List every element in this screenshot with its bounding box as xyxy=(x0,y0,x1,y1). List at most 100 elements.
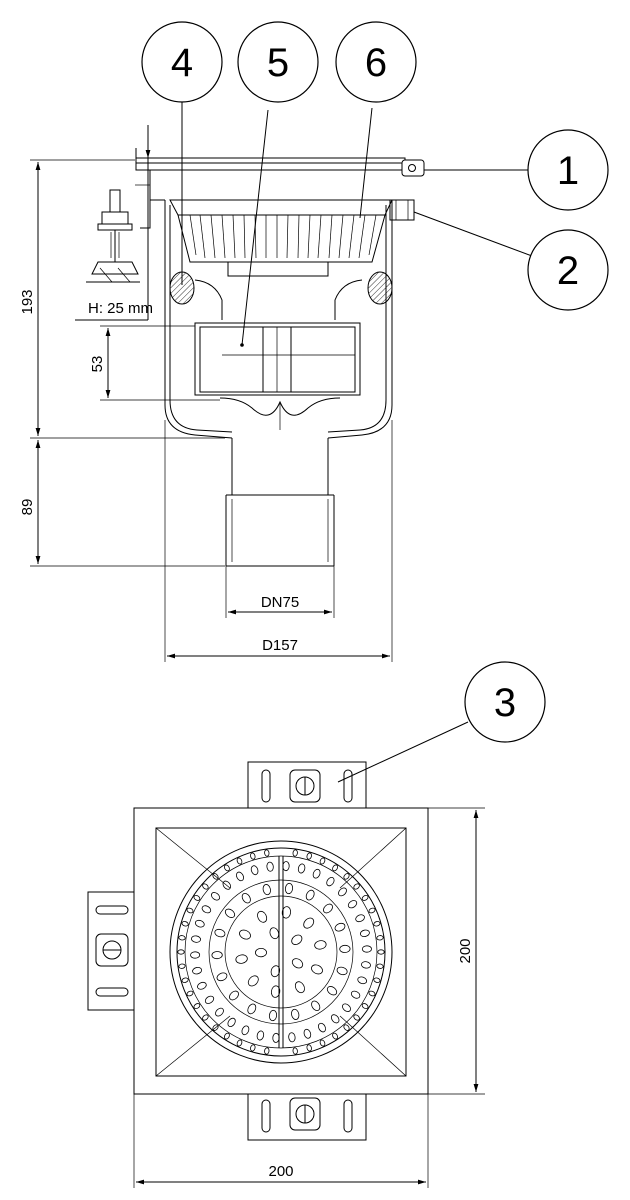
svg-text:5: 5 xyxy=(267,41,289,85)
dim-water-seal-label: 53 xyxy=(89,356,106,373)
grating-hole xyxy=(235,954,248,964)
grating-hole xyxy=(211,951,223,960)
grating-hole xyxy=(262,884,271,896)
grating-hole xyxy=(361,1003,369,1010)
grating-hole xyxy=(256,1030,265,1041)
callout-3: 3 xyxy=(337,661,546,783)
grating-hole xyxy=(332,1032,339,1040)
grating-hole xyxy=(373,921,381,927)
grating-hole xyxy=(181,921,189,927)
dim-plan-depth-label: 200 xyxy=(457,938,474,963)
grating-hole xyxy=(343,873,350,880)
height-adjust-label: H: 25 mm xyxy=(88,300,153,317)
grating-hole xyxy=(270,985,281,998)
grating-hole xyxy=(211,892,220,901)
dim-plan-depth xyxy=(428,807,485,1095)
grating-hole xyxy=(368,990,376,997)
odour-trap xyxy=(194,322,361,430)
dim-outlet-length xyxy=(30,440,225,567)
grating-hole xyxy=(255,947,267,958)
grating-hole xyxy=(376,963,384,969)
grating-hole xyxy=(266,861,274,872)
grating-hole xyxy=(326,986,338,996)
grating-hole xyxy=(257,910,268,923)
grating-hole xyxy=(264,849,270,857)
grating-hole xyxy=(303,1028,312,1039)
grating-hole xyxy=(264,1047,270,1055)
grating-hole xyxy=(186,907,194,914)
grating-hole xyxy=(334,922,346,932)
grating-hole xyxy=(197,981,207,990)
grating-hole xyxy=(319,857,326,865)
grating-hole xyxy=(339,944,351,953)
grating-hole xyxy=(291,958,304,969)
grating-hole xyxy=(270,965,281,978)
grating-hole xyxy=(294,981,305,994)
svg-text:4: 4 xyxy=(171,41,193,85)
plan-view: 200 200 3 xyxy=(87,661,546,1188)
grating-hole xyxy=(214,928,226,938)
grating-hole xyxy=(229,990,239,1001)
grating-hole xyxy=(241,893,251,904)
grating-hole xyxy=(361,961,371,969)
grating-hole xyxy=(194,919,205,928)
callout-6: 6 xyxy=(335,21,417,103)
grating-hole xyxy=(303,917,315,929)
grating-hole xyxy=(357,976,368,985)
grating-hole xyxy=(282,861,290,872)
grating-hole xyxy=(361,894,369,901)
grating-hole xyxy=(201,905,212,914)
dim-plan-width xyxy=(133,1094,429,1188)
grating-hole xyxy=(250,865,259,876)
grating-hole xyxy=(250,852,256,860)
grating-hole xyxy=(355,914,365,923)
grating-hole xyxy=(178,935,186,941)
grating-hole xyxy=(291,1008,300,1020)
grating-hole xyxy=(319,1039,326,1047)
dim-body-diameter xyxy=(164,420,393,662)
grating-hole xyxy=(305,889,315,901)
grating-hole xyxy=(236,857,243,865)
grating-hole xyxy=(193,894,201,901)
grating-hole xyxy=(291,934,303,945)
grating-hole xyxy=(190,951,201,959)
svg-text:6: 6 xyxy=(365,41,387,85)
grating-hole xyxy=(222,880,232,890)
grating-hole xyxy=(239,929,251,940)
grating-hole xyxy=(330,1014,340,1024)
grating-hole xyxy=(336,966,348,976)
grating-hole xyxy=(216,972,228,982)
grating-hole xyxy=(192,967,203,975)
grating-hole xyxy=(343,1024,350,1031)
grating-hole xyxy=(202,1014,209,1021)
grating-hole xyxy=(186,990,194,997)
grating xyxy=(169,199,393,277)
grating-hole xyxy=(236,1039,243,1047)
grating-hole xyxy=(178,963,186,969)
grating-hole xyxy=(177,949,185,955)
leaders-top xyxy=(181,100,533,347)
callout-5: 5 xyxy=(237,21,319,103)
grating-hole xyxy=(247,1003,257,1015)
grating-hole xyxy=(223,1032,230,1040)
outlet-pipe xyxy=(225,438,335,567)
seal-ring-item-1 xyxy=(401,159,425,177)
grating-hole xyxy=(288,1032,296,1043)
bracket-left xyxy=(87,891,135,1011)
grating-hole xyxy=(191,935,201,943)
svg-text:2: 2 xyxy=(557,249,579,293)
grating-hole xyxy=(377,949,385,955)
callout-2: 2 xyxy=(527,229,609,311)
grating-hole xyxy=(250,1044,256,1052)
round-grating xyxy=(169,840,393,1064)
grating-holes xyxy=(177,849,385,1055)
grating-hole xyxy=(284,882,294,895)
grating-hole xyxy=(223,864,230,872)
grating-hole xyxy=(297,863,306,874)
grating-hole xyxy=(212,1024,219,1031)
grating-hole xyxy=(318,1022,326,1033)
grating-hole xyxy=(376,935,384,941)
dim-body-diameter-label: D157 xyxy=(262,637,298,654)
height-adjust-bracket xyxy=(75,125,151,321)
